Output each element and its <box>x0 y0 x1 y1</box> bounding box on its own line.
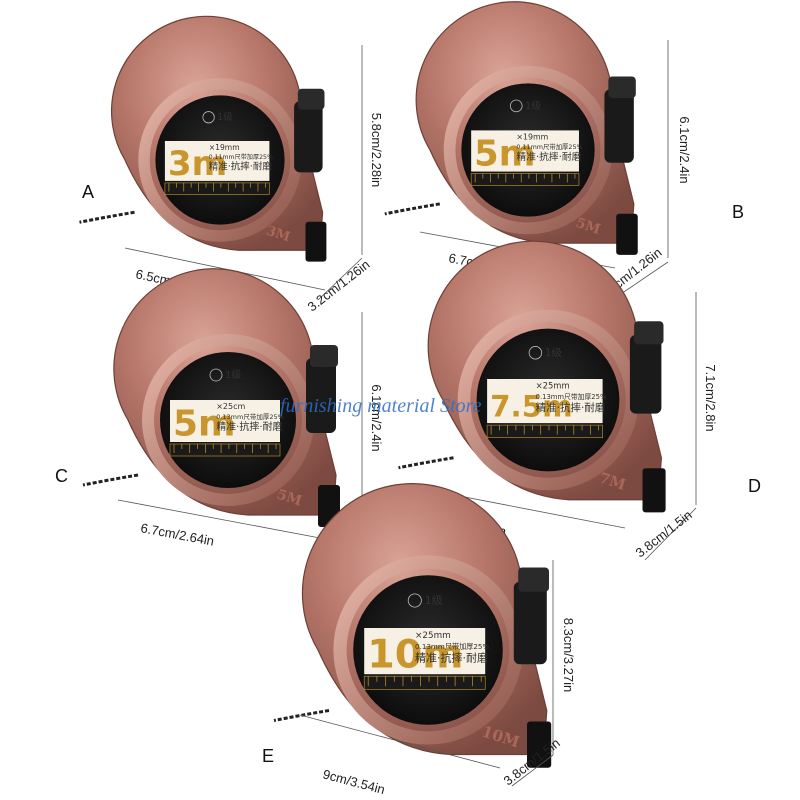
thickness-label: 0.13mm尺带加厚25% <box>415 642 489 651</box>
height-label: 8.3cm/3.27in <box>561 618 576 692</box>
embossed-size: 5M <box>574 215 602 238</box>
ruler-strip <box>486 424 603 439</box>
height-label: 5.8cm/2.28in <box>369 113 384 187</box>
depth-label: 3.2cm/1.26in <box>305 257 373 315</box>
depth-dimension-line <box>317 257 363 301</box>
lock-button <box>629 334 662 414</box>
spec-label: ×19mm <box>516 132 548 141</box>
grade-label: 1级 <box>525 100 541 112</box>
size-label: 5m <box>173 404 236 445</box>
grade-label: 1级 <box>225 369 241 381</box>
size-label: 3m <box>168 144 227 184</box>
height-label: 6.1cm/2.4in <box>369 384 384 451</box>
thickness-label: 0.11mm尺带加厚25% <box>209 153 273 161</box>
thickness-label: 0.13mm尺带加厚25% <box>216 412 284 421</box>
feature-label: 精准·抗摔·耐磨 <box>516 150 581 163</box>
label-panel <box>164 141 270 181</box>
tape-hook <box>305 221 327 262</box>
feature-label: 精准·抗摔·耐磨 <box>209 161 273 173</box>
feature-label: 精准·抗摔·耐磨 <box>216 420 282 433</box>
lock-button <box>306 358 336 433</box>
variant-letter: A <box>82 182 94 202</box>
label-panel <box>471 130 579 172</box>
feature-label: 精准·抗摔·耐磨 <box>536 401 606 414</box>
ruler-strip <box>363 675 486 690</box>
tape-measure-e: 1级10m×25mm0.13mm尺带加厚25%精准·抗摔·耐磨10ME8.3cm… <box>262 483 576 797</box>
tape-hook <box>642 468 666 513</box>
lanyard-strap <box>82 473 139 487</box>
lock-button <box>294 101 323 173</box>
variant-letter: E <box>262 746 274 766</box>
embossed-size: 5M <box>275 487 304 510</box>
ruler-strip <box>470 173 580 186</box>
width-label: 6.7cm/2.64in <box>139 520 215 549</box>
tape-hook <box>527 721 552 768</box>
lanyard-strap <box>79 210 135 224</box>
height-label: 7.1cm/2.8in <box>703 364 718 431</box>
spec-label: ×25cm <box>216 402 245 411</box>
spec-label: ×25mm <box>536 381 570 391</box>
lock-button <box>604 89 634 163</box>
ruler-strip <box>164 182 270 195</box>
grade-icon <box>209 368 223 382</box>
size-label: 5m <box>474 133 535 174</box>
thickness-label: 0.11mm尺带加厚25% <box>516 142 582 151</box>
embossed-size: 3M <box>264 224 292 246</box>
lock-button-top <box>634 321 664 345</box>
size-label: 10m <box>367 631 463 677</box>
lock-button-top <box>297 88 325 110</box>
ruler-strip <box>169 443 281 457</box>
watermark: furnishing material Store <box>280 395 482 417</box>
width-label: 9cm/3.54in <box>321 766 386 797</box>
grade-icon <box>407 593 422 608</box>
variant-letter: C <box>55 466 68 486</box>
depth-dimension-line <box>511 754 554 787</box>
label-panel <box>487 379 603 424</box>
label-panel <box>170 400 280 442</box>
grade-label: 1级 <box>425 594 443 607</box>
lock-button-top <box>310 345 338 367</box>
lanyard-strap <box>273 709 330 722</box>
lock-button <box>513 581 547 665</box>
spec-label: ×25mm <box>415 631 451 641</box>
grade-icon <box>509 99 523 113</box>
grade-label: 1级 <box>217 111 233 123</box>
spec-label: ×19mm <box>209 143 240 152</box>
label-panel <box>364 628 486 675</box>
thickness-label: 0.13mm尺带加厚25% <box>536 392 607 401</box>
feature-label: 精准·抗摔·耐磨 <box>415 650 488 664</box>
depth-dimension-line <box>644 507 697 561</box>
grade-label: 1级 <box>545 347 563 359</box>
width-dimension-line <box>117 499 321 539</box>
lanyard-strap <box>384 202 441 216</box>
depth-label: 3.8cm/1.5in <box>633 507 695 560</box>
size-label: 7.5m <box>490 389 573 423</box>
tape-hook <box>616 213 638 255</box>
lock-button-top <box>518 567 549 592</box>
variant-letter: D <box>748 476 761 496</box>
lanyard-strap <box>398 456 454 470</box>
width-dimension-line <box>299 714 501 769</box>
variant-letter: B <box>732 202 744 222</box>
grade-icon <box>202 111 215 124</box>
lock-button-top <box>608 76 636 99</box>
grade-icon <box>528 346 543 360</box>
height-label: 6.1cm/2.4in <box>677 116 692 183</box>
